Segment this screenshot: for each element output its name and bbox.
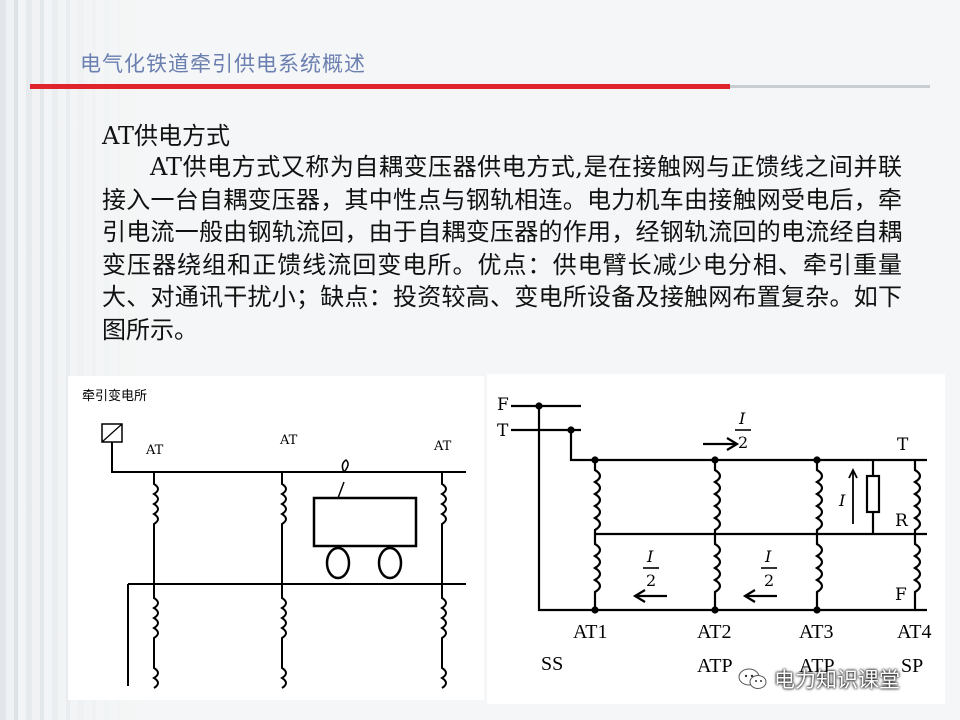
at-label-3: AT [433, 439, 452, 454]
at-schematic-svg: 牵引变电所 AT AT [82, 388, 466, 689]
at2-coil [712, 460, 722, 610]
line-label-t: T [897, 435, 909, 455]
svg-text:I: I [738, 409, 746, 428]
at3-coil [814, 460, 824, 610]
svg-text:2: 2 [764, 571, 774, 590]
wechat-icon [738, 668, 767, 689]
arrow-bottom-left [632, 589, 667, 603]
divider-gray [730, 85, 930, 88]
current-full-label: I [838, 491, 846, 510]
line-label-f: F [895, 585, 907, 605]
contact-line [111, 442, 466, 473]
current-half-left: I 2 [643, 547, 659, 590]
catenary-t-line [569, 430, 927, 462]
body-paragraph: AT供电方式又称为自耦变压器供电方式,是在接触网与正馈线之间并联接入一台自耦变压… [102, 151, 902, 346]
at-current-svg: F T [497, 395, 931, 677]
locomotive [312, 459, 418, 580]
arrow-top [703, 437, 740, 451]
svg-text:I: I [646, 547, 654, 566]
svg-text:2: 2 [646, 571, 656, 590]
station-label-sp: SP [901, 655, 923, 677]
station-label-atp-2: ATP [799, 655, 835, 677]
at-current-distribution-figure: F T [487, 374, 945, 704]
feeder-f-line [537, 406, 927, 612]
watermark-text: 电力知识课堂 [774, 668, 900, 692]
feeder-label-t: T [497, 421, 509, 441]
at-label-2: AT [279, 433, 298, 448]
station-label-atp-1: ATP [697, 655, 733, 677]
slide-title: 电气化铁道牵引供电系统概述 [80, 52, 366, 76]
at1-coil [592, 460, 602, 610]
divider-red [30, 84, 730, 89]
at4-coil [912, 460, 922, 610]
current-half-top: I 2 [735, 409, 751, 452]
svg-text:2: 2 [738, 433, 748, 452]
at-coil-3 [440, 472, 447, 689]
title-divider [0, 84, 960, 96]
at-coil-1 [152, 472, 159, 689]
at3-label: AT3 [799, 621, 833, 643]
paragraph-text: AT供电方式又称为自耦变压器供电方式,是在接触网与正馈线之间并联接入一台自耦变压… [102, 153, 902, 344]
at-coil-2 [280, 472, 287, 689]
at1-label: AT1 [573, 621, 607, 643]
at-schematic-figure: 牵引变电所 AT AT [68, 376, 484, 700]
line-label-r: R [895, 511, 909, 531]
station-label-ss: SS [541, 653, 563, 675]
at-label-1: AT [145, 443, 164, 458]
substation-label: 牵引变电所 [82, 388, 147, 404]
at4-label: AT4 [897, 621, 931, 643]
feeder-label-f: F [497, 395, 509, 415]
current-half-mid: I 2 [761, 547, 777, 590]
svg-text:I: I [764, 547, 772, 566]
arrow-bottom-mid [742, 589, 777, 603]
load-resistor [848, 460, 881, 534]
watermark: 电力知识课堂 [738, 662, 900, 696]
section-heading: AT供电方式 [102, 122, 231, 150]
at2-label: AT2 [697, 621, 731, 643]
